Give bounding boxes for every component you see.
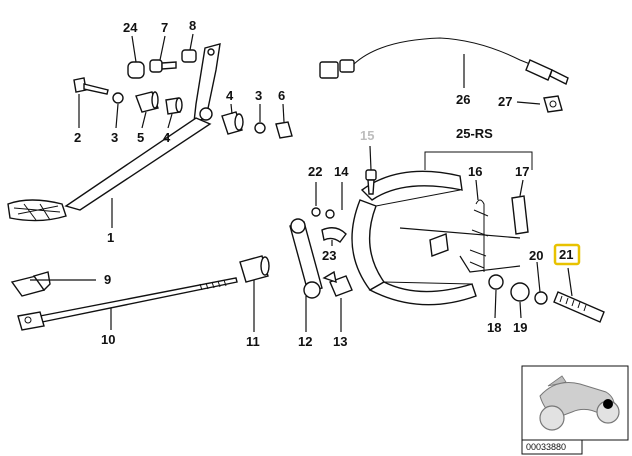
- callout-2: 2: [74, 130, 81, 145]
- motorcycle-inset: 00033880: [521, 365, 629, 455]
- bushing-5: [135, 91, 159, 113]
- callout-labels: 24 7 8 2 3 5 4 4 3 6 1 26 27 15 25-RS 22…: [74, 18, 581, 349]
- brake-rod-10: [17, 277, 238, 331]
- callout-15: 15: [360, 128, 374, 143]
- callout-22: 22: [308, 164, 322, 179]
- callout-3: 3: [111, 130, 118, 145]
- bracket-9: [10, 271, 51, 297]
- callout-10: 10: [101, 332, 115, 347]
- callout-4b: 4: [226, 88, 234, 103]
- washer-19: [510, 282, 530, 302]
- pivot-bushing-4b: [221, 111, 244, 135]
- callout-19: 19: [513, 320, 527, 335]
- callout-14: 14: [334, 164, 349, 179]
- leader-lines: [30, 33, 573, 332]
- callout-21: 21: [559, 247, 573, 262]
- washers-22: [311, 207, 335, 219]
- nut-6: [275, 121, 293, 139]
- ring-20: [534, 291, 548, 305]
- pin-17: [511, 195, 529, 235]
- callout-6: 6: [278, 88, 285, 103]
- callout-16: 16: [468, 164, 482, 179]
- diagram-code: 00033880: [526, 442, 566, 452]
- callout-25-rs: 25-RS: [456, 126, 493, 141]
- adjusting-bolt-21: [553, 291, 605, 323]
- callout-5: 5: [137, 130, 144, 145]
- callout-7: 7: [161, 20, 168, 35]
- callout-24: 24: [123, 20, 138, 35]
- callout-9: 9: [104, 272, 111, 287]
- callout-3b: 3: [255, 88, 262, 103]
- bolt-7: [149, 59, 177, 73]
- callout-1: 1: [107, 230, 114, 245]
- brake-light-switch-26: [319, 37, 569, 85]
- callout-17: 17: [515, 164, 529, 179]
- callout-26: 26: [456, 92, 470, 107]
- callout-12: 12: [298, 334, 312, 349]
- bracket-25: [424, 151, 533, 170]
- callout-18: 18: [487, 320, 501, 335]
- location-marker-icon: [603, 399, 613, 409]
- brake-shoe-set-25: [351, 170, 477, 306]
- callout-21-highlight: [553, 243, 581, 266]
- callout-23: 23: [322, 248, 336, 263]
- spring-16: [469, 199, 489, 272]
- washer-18: [488, 274, 504, 290]
- trunnion-11: [239, 255, 270, 283]
- bolt-2: [73, 77, 109, 95]
- wing-nut-13: [322, 270, 353, 297]
- callout-11: 11: [246, 334, 260, 349]
- nut-8: [181, 49, 197, 63]
- cap-24: [127, 61, 145, 79]
- brake-pedal-lever: [7, 43, 221, 222]
- cam-lever-12: [289, 218, 323, 299]
- callout-20: 20: [529, 248, 543, 263]
- bushing-4: [165, 97, 183, 115]
- screw-14: [365, 169, 377, 195]
- nut-27: [543, 95, 563, 113]
- callout-4: 4: [163, 130, 171, 145]
- callout-13: 13: [333, 334, 347, 349]
- callout-27: 27: [498, 94, 512, 109]
- clamp-23: [321, 227, 347, 243]
- washer-3b: [254, 122, 266, 134]
- callout-8: 8: [189, 18, 196, 33]
- motorcycle-silhouette-icon: [539, 375, 620, 431]
- washer-3: [112, 92, 124, 104]
